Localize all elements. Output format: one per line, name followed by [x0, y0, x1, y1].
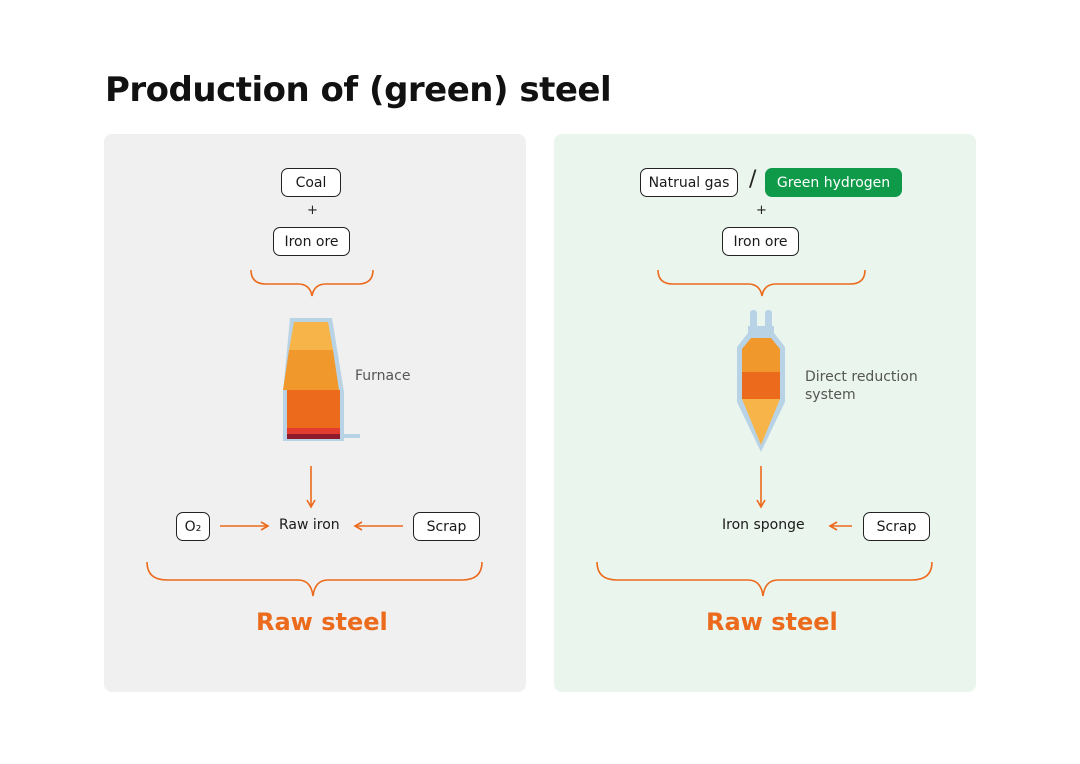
scrap-box-right: Scrap — [863, 512, 930, 541]
raw-steel-result-right: Raw steel — [706, 608, 838, 636]
natural-gas-box: Natrual gas — [640, 168, 738, 197]
iron-sponge-label: Iron sponge — [722, 517, 805, 533]
direct-reduction-label-line2: system — [805, 387, 856, 403]
furnace-label: Furnace — [355, 368, 411, 384]
page-title: Production of (green) steel — [105, 70, 612, 110]
result-brace-right — [596, 561, 933, 597]
raw-iron-label: Raw iron — [279, 517, 340, 533]
green-hydrogen-box: Green hydrogen — [765, 168, 902, 197]
oxygen-box: O₂ — [176, 512, 210, 541]
plus-sign-left: + — [307, 203, 318, 218]
scrap-box-left: Scrap — [413, 512, 480, 541]
furnace-icon — [283, 318, 360, 441]
input-brace-left — [250, 269, 374, 297]
iron-ore-box-left: Iron ore — [273, 227, 350, 256]
iron-ore-box-right: Iron ore — [722, 227, 799, 256]
direct-reduction-icon — [737, 310, 785, 452]
or-separator: / — [749, 167, 757, 192]
plus-sign-right: + — [756, 203, 767, 218]
input-brace-right — [657, 269, 866, 297]
raw-steel-result-left: Raw steel — [256, 608, 388, 636]
direct-reduction-label-line1: Direct reduction — [805, 369, 918, 385]
coal-box: Coal — [281, 168, 341, 197]
result-brace-left — [146, 561, 483, 597]
direct-reduction-label: Direct reduction system — [805, 368, 918, 404]
